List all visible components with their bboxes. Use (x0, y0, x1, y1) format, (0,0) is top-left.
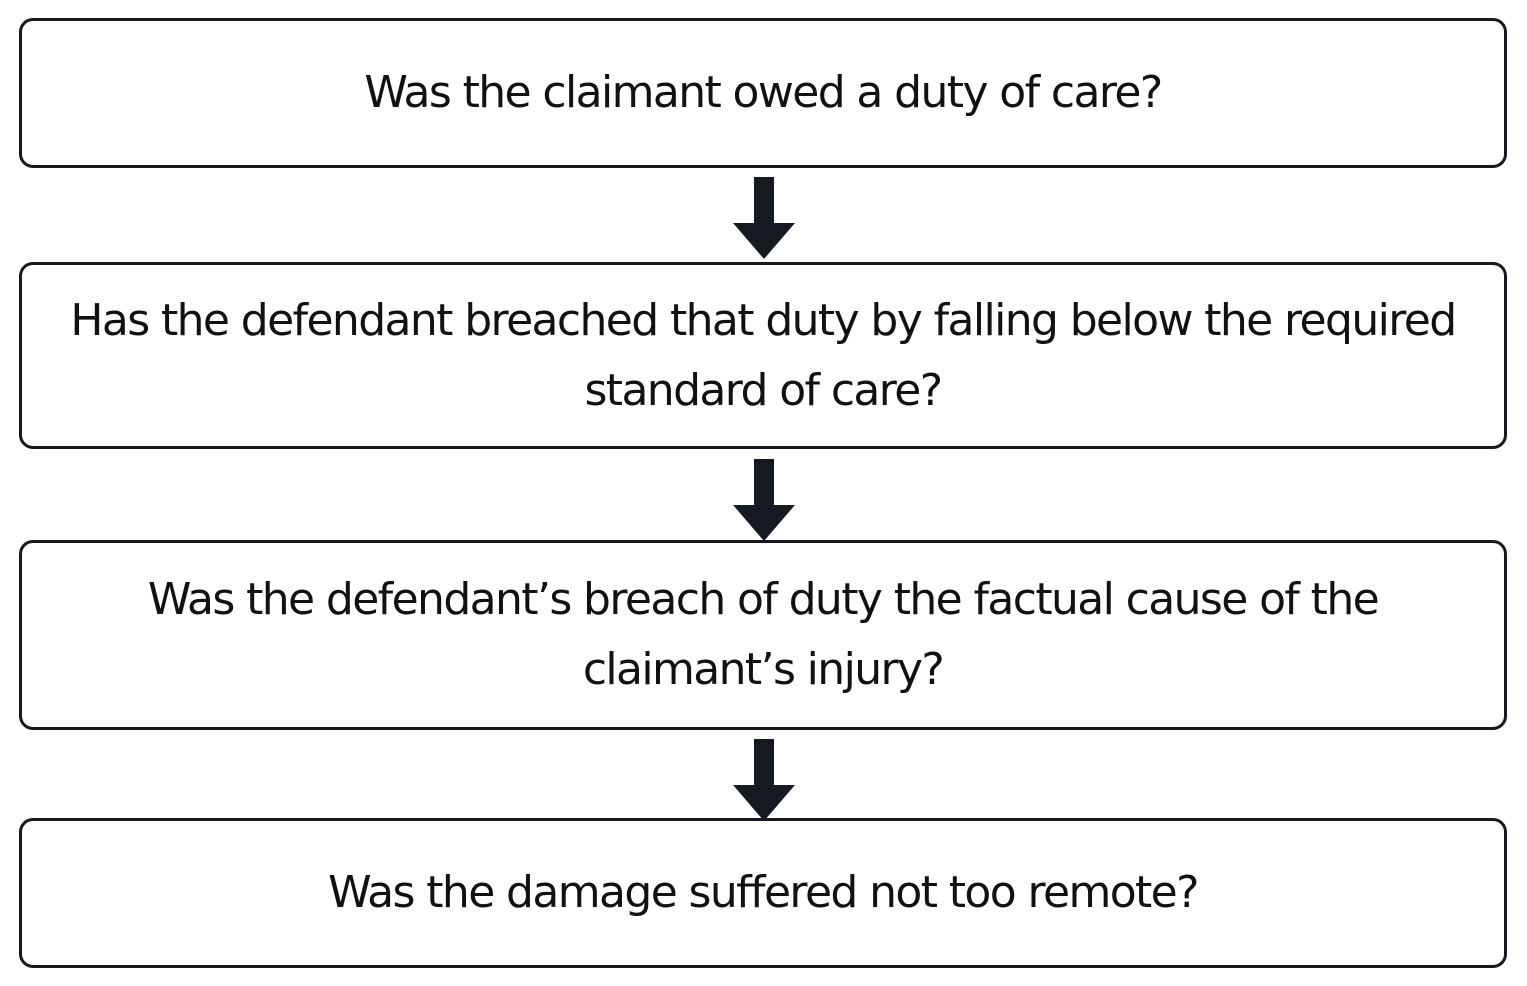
step-text: Was the damage suffered not too remote? (328, 867, 1199, 918)
step-text: Has the defendant breached that duty by … (70, 294, 1457, 416)
down-arrow-icon (733, 459, 795, 541)
step-text: Was the defendant’s breach of duty the f… (147, 574, 1380, 695)
down-arrow-icon (733, 177, 795, 259)
step-duty-of-care: Was the claimant owed a duty of care? (19, 18, 1507, 168)
step-text: Was the claimant owed a duty of care? (364, 67, 1163, 118)
step-remoteness: Was the damage suffered not too remote? (19, 818, 1507, 968)
step-breach-of-duty: Has the defendant breached that duty by … (19, 262, 1507, 449)
step-factual-causation: Was the defendant’s breach of duty the f… (19, 540, 1507, 730)
down-arrow-icon (733, 739, 795, 821)
